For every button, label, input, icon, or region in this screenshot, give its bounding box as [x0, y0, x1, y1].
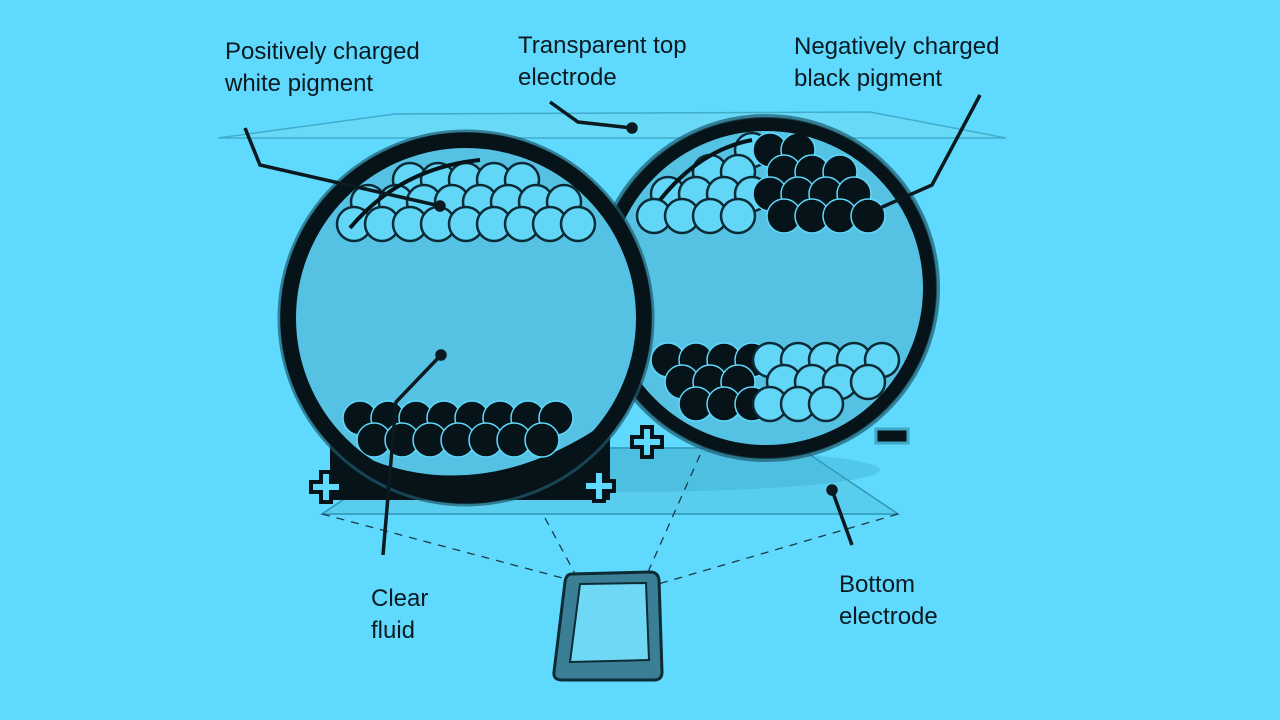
label-top-electrode: Transparent top electrode	[518, 30, 687, 94]
label-line: Bottom	[839, 571, 916, 598]
plus-icon	[630, 425, 664, 459]
label-black-pigment: Negatively charged black pigment	[794, 31, 999, 95]
label-clear-fluid: Clear fluid	[371, 583, 428, 647]
white-pigment-particle	[559, 205, 597, 243]
label-line: black pigment	[794, 65, 943, 92]
label-line: Clear	[371, 585, 429, 612]
label-line: fluid	[371, 617, 416, 644]
plus-icon	[309, 470, 343, 504]
right-microcapsule	[592, 114, 940, 462]
label-line: Positively charged	[225, 38, 420, 65]
e-reader-device-icon	[552, 570, 664, 682]
black-pigment-particle	[524, 422, 560, 458]
white-pigment-particle	[719, 197, 757, 235]
minus-icon	[874, 427, 910, 445]
label-white-pigment: Positively charged white pigment	[225, 36, 420, 100]
label-line: Negatively charged	[794, 33, 1000, 60]
white-pigment-particle	[807, 385, 845, 423]
label-line: white pigment	[225, 70, 374, 97]
white-pigment-particle	[849, 363, 887, 401]
label-line: electrode	[518, 64, 617, 91]
black-pigment-particle	[850, 198, 886, 234]
label-bottom-electrode: Bottom electrode	[839, 569, 938, 633]
charge-symbols	[309, 425, 910, 504]
plus-icon	[582, 469, 616, 503]
left-microcapsule	[277, 129, 655, 507]
label-line: Transparent top	[518, 32, 687, 59]
label-line: electrode	[839, 603, 938, 630]
leader-lines	[243, 94, 982, 556]
